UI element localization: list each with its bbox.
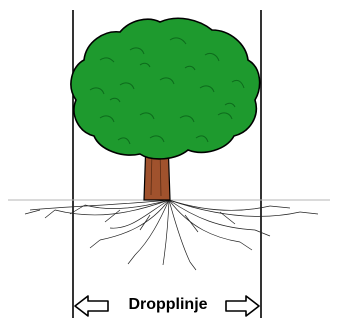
roots xyxy=(24,199,319,271)
left-arrow xyxy=(74,295,109,317)
dropline-label: Dropplinje xyxy=(128,296,208,313)
canopy xyxy=(70,17,261,160)
right-arrow xyxy=(225,295,260,317)
